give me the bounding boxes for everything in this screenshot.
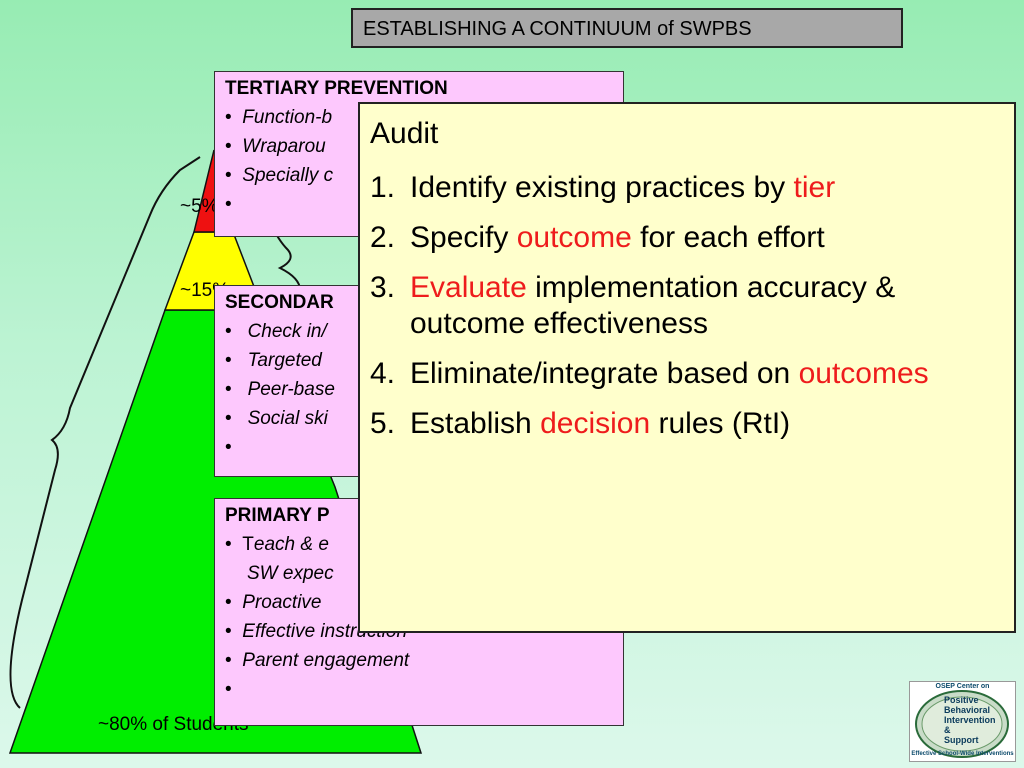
list-item: • Teach & e <box>225 534 329 555</box>
audit-step: 4. Eliminate/integrate based on outcomes <box>370 357 929 390</box>
pbis-logo: OSEP Center on Positive Behavioral Inter… <box>909 681 1016 762</box>
secondary-heading: SECONDAR <box>225 292 334 313</box>
left-brace-large <box>9 156 201 709</box>
list-item: • Parent engagement <box>225 650 410 671</box>
left-brace-small <box>269 221 301 291</box>
top-tier-percent: ~5% <box>180 196 219 217</box>
list-item-continuation: SW expec <box>247 563 334 584</box>
pbis-logo-circle <box>915 690 1009 758</box>
audit-step: 5. Establish decision rules (RtI) <box>370 407 791 440</box>
list-item: • <box>225 437 232 458</box>
list-item: • Function-b <box>225 107 333 128</box>
list-item: • Social ski <box>225 408 328 429</box>
list-item: • Proactive <box>225 592 322 613</box>
list-item: • Check in/ <box>225 321 327 342</box>
list-item: • Specially c <box>225 165 334 186</box>
slide-title: ESTABLISHING A CONTINUUM of SWPBS <box>351 8 903 48</box>
bottom-tier-percent: ~80% of Students <box>98 714 249 735</box>
list-item: • Wraparou <box>225 136 326 157</box>
audit-step: 2. Specify outcome for each effort <box>370 221 825 254</box>
list-item: • <box>225 194 232 215</box>
tertiary-heading: TERTIARY PREVENTION <box>225 78 448 99</box>
list-item: • Targeted <box>225 350 322 371</box>
audit-step: 1. Identify existing practices by tier <box>370 171 836 204</box>
audit-title: Audit <box>370 117 439 150</box>
primary-heading: PRIMARY P <box>225 505 330 526</box>
audit-step: 3. Evaluate implementation accuracy & ou… <box>370 271 896 340</box>
list-item: • Peer-base <box>225 379 335 400</box>
list-item: • <box>225 679 232 700</box>
audit-box: Audit 1. Identify existing practices by … <box>358 102 1016 633</box>
